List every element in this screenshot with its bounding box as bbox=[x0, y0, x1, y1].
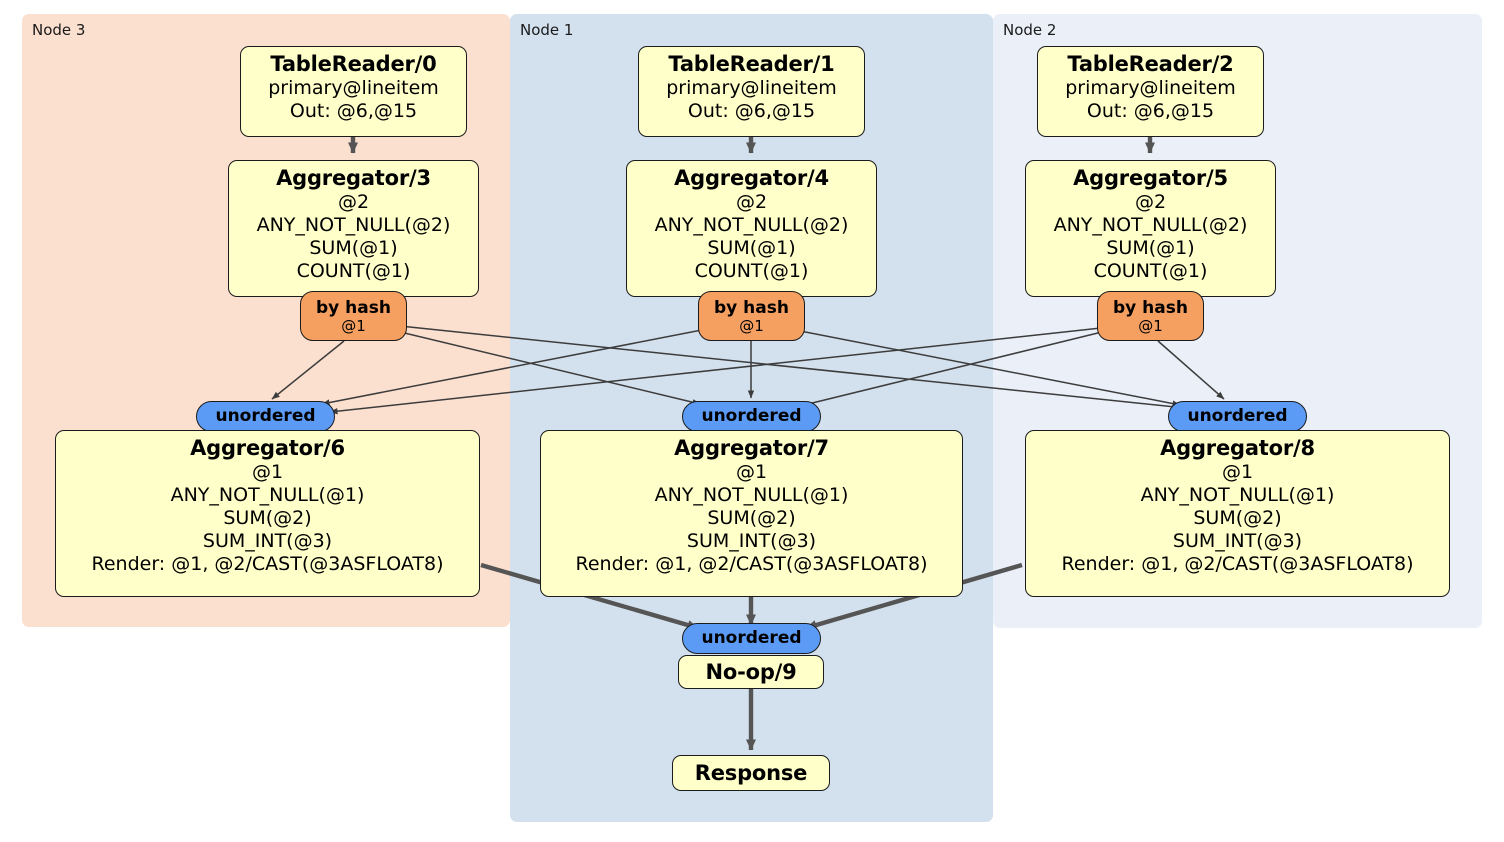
unordered-6-label: unordered bbox=[215, 406, 316, 426]
aggregator-8-agg-2: SUM_INT(@3) bbox=[1172, 530, 1303, 552]
aggregator-6-agg-2: SUM_INT(@3) bbox=[202, 530, 333, 552]
aggregator-6-title: Aggregator/6 bbox=[190, 436, 345, 460]
unordered-final-label: unordered bbox=[701, 628, 802, 648]
unordered-7-label: unordered bbox=[701, 406, 802, 426]
aggregator-4-agg-0: ANY_NOT_NULL(@2) bbox=[654, 214, 849, 236]
aggregator-3-agg-2: COUNT(@1) bbox=[296, 260, 411, 282]
by-hash-4-label: by hash bbox=[714, 297, 789, 318]
panel-label-node-2: Node 2 bbox=[1003, 21, 1057, 39]
input-sync-unordered-final[interactable]: unordered bbox=[682, 623, 821, 654]
node-aggregator-6[interactable]: Aggregator/6 @1 ANY_NOT_NULL(@1) SUM(@2)… bbox=[55, 430, 480, 597]
aggregator-7-agg-1: SUM(@2) bbox=[707, 507, 796, 529]
tablereader-1-title: TableReader/1 bbox=[668, 52, 835, 76]
panel-label-node-3: Node 3 bbox=[32, 21, 86, 39]
aggregator-7-agg-2: SUM_INT(@3) bbox=[686, 530, 817, 552]
aggregator-5-title: Aggregator/5 bbox=[1073, 166, 1228, 190]
aggregator-4-agg-1: SUM(@1) bbox=[707, 237, 796, 259]
aggregator-7-title: Aggregator/7 bbox=[674, 436, 829, 460]
node-tablereader-0[interactable]: TableReader/0 primary@lineitem Out: @6,@… bbox=[240, 46, 467, 137]
by-hash-5-label: by hash bbox=[1113, 297, 1188, 318]
aggregator-5-agg-0: ANY_NOT_NULL(@2) bbox=[1053, 214, 1248, 236]
node-tablereader-1[interactable]: TableReader/1 primary@lineitem Out: @6,@… bbox=[638, 46, 865, 137]
aggregator-3-group: @2 bbox=[337, 191, 370, 213]
aggregator-6-agg-1: SUM(@2) bbox=[223, 507, 312, 529]
node-aggregator-7[interactable]: Aggregator/7 @1 ANY_NOT_NULL(@1) SUM(@2)… bbox=[540, 430, 963, 597]
input-sync-unordered-6[interactable]: unordered bbox=[196, 401, 335, 432]
aggregator-4-agg-2: COUNT(@1) bbox=[694, 260, 809, 282]
aggregator-7-group: @1 bbox=[735, 461, 768, 483]
by-hash-4-cols: @1 bbox=[739, 316, 764, 335]
node-no-op-9[interactable]: No-op/9 bbox=[678, 655, 824, 689]
node-aggregator-4[interactable]: Aggregator/4 @2 ANY_NOT_NULL(@2) SUM(@1)… bbox=[626, 160, 877, 297]
tablereader-1-out: Out: @6,@15 bbox=[687, 100, 816, 122]
aggregator-7-render: Render: @1, @2/CAST(@3ASFLOAT8) bbox=[575, 553, 928, 575]
tablereader-2-table: primary@lineitem bbox=[1065, 77, 1236, 99]
aggregator-7-agg-0: ANY_NOT_NULL(@1) bbox=[654, 484, 849, 506]
tablereader-0-title: TableReader/0 bbox=[270, 52, 437, 76]
no-op-9-title: No-op/9 bbox=[705, 659, 797, 684]
edge-hash-to-unordered bbox=[271, 325, 1225, 415]
tablereader-1-table: primary@lineitem bbox=[666, 77, 837, 99]
aggregator-6-render: Render: @1, @2/CAST(@3ASFLOAT8) bbox=[91, 553, 444, 575]
aggregator-8-group: @1 bbox=[1221, 461, 1254, 483]
input-sync-unordered-7[interactable]: unordered bbox=[682, 401, 821, 432]
node-response[interactable]: Response bbox=[672, 755, 830, 791]
response-title: Response bbox=[694, 760, 808, 785]
aggregator-6-group: @1 bbox=[251, 461, 284, 483]
output-router-by-hash-5[interactable]: by hash @1 bbox=[1097, 291, 1204, 341]
aggregator-4-title: Aggregator/4 bbox=[674, 166, 829, 190]
tablereader-2-out: Out: @6,@15 bbox=[1086, 100, 1215, 122]
aggregator-3-agg-0: ANY_NOT_NULL(@2) bbox=[256, 214, 451, 236]
unordered-8-label: unordered bbox=[1187, 406, 1288, 426]
tablereader-0-out: Out: @6,@15 bbox=[289, 100, 418, 122]
tablereader-2-title: TableReader/2 bbox=[1067, 52, 1234, 76]
input-sync-unordered-8[interactable]: unordered bbox=[1168, 401, 1307, 432]
edge-reader-to-aggregator bbox=[348, 137, 1155, 154]
output-router-by-hash-4[interactable]: by hash @1 bbox=[698, 291, 805, 341]
output-router-by-hash-3[interactable]: by hash @1 bbox=[300, 291, 407, 341]
tablereader-0-table: primary@lineitem bbox=[268, 77, 439, 99]
aggregator-4-group: @2 bbox=[735, 191, 768, 213]
node-aggregator-3[interactable]: Aggregator/3 @2 ANY_NOT_NULL(@2) SUM(@1)… bbox=[228, 160, 479, 297]
by-hash-3-label: by hash bbox=[316, 297, 391, 318]
aggregator-3-agg-1: SUM(@1) bbox=[309, 237, 398, 259]
aggregator-5-agg-2: COUNT(@1) bbox=[1093, 260, 1208, 282]
node-aggregator-5[interactable]: Aggregator/5 @2 ANY_NOT_NULL(@2) SUM(@1)… bbox=[1025, 160, 1276, 297]
aggregator-5-agg-1: SUM(@1) bbox=[1106, 237, 1195, 259]
node-tablereader-2[interactable]: TableReader/2 primary@lineitem Out: @6,@… bbox=[1037, 46, 1264, 137]
node-aggregator-8[interactable]: Aggregator/8 @1 ANY_NOT_NULL(@1) SUM(@2)… bbox=[1025, 430, 1450, 597]
panel-label-node-1: Node 1 bbox=[520, 21, 574, 39]
aggregator-3-title: Aggregator/3 bbox=[276, 166, 431, 190]
aggregator-6-agg-0: ANY_NOT_NULL(@1) bbox=[170, 484, 365, 506]
aggregator-5-group: @2 bbox=[1134, 191, 1167, 213]
by-hash-3-cols: @1 bbox=[341, 316, 366, 335]
aggregator-8-agg-0: ANY_NOT_NULL(@1) bbox=[1140, 484, 1335, 506]
aggregator-8-agg-1: SUM(@2) bbox=[1193, 507, 1282, 529]
by-hash-5-cols: @1 bbox=[1138, 316, 1163, 335]
aggregator-8-render: Render: @1, @2/CAST(@3ASFLOAT8) bbox=[1061, 553, 1414, 575]
aggregator-8-title: Aggregator/8 bbox=[1160, 436, 1315, 460]
